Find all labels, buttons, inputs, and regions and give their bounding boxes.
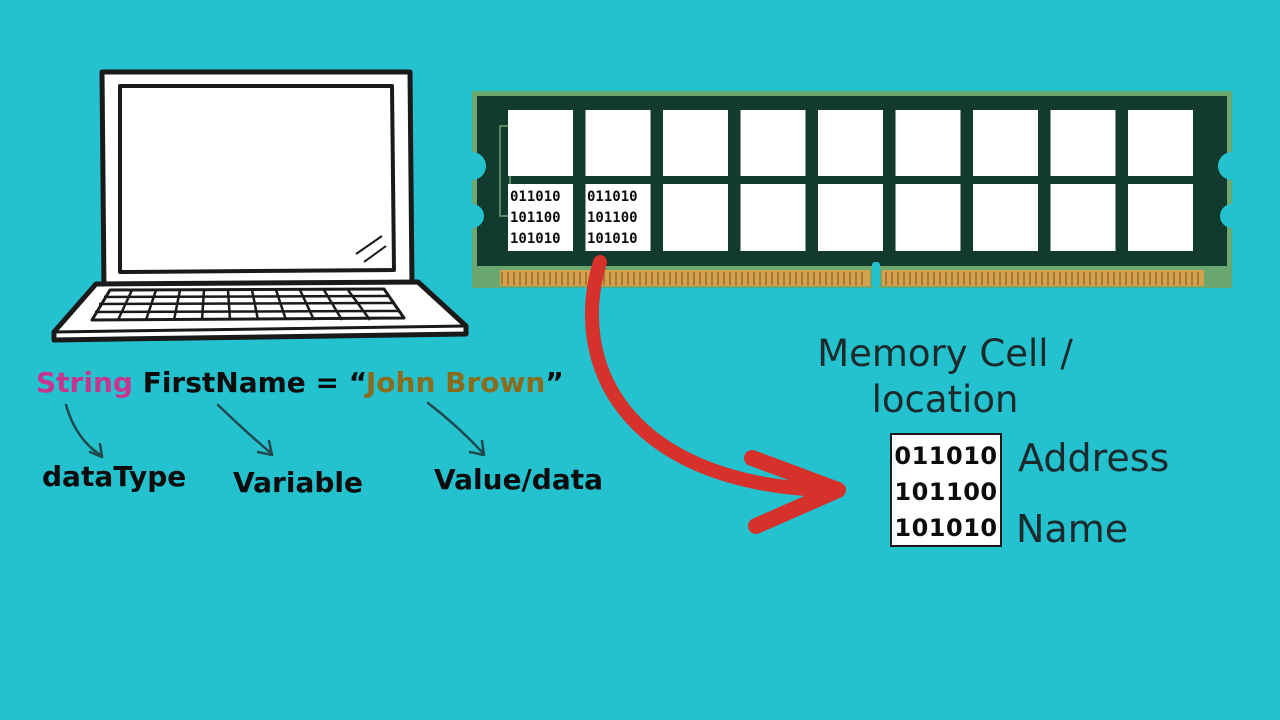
memory-bit-row: 101010 [894, 514, 998, 542]
memory-chip [585, 110, 651, 176]
bit-row: 101010 [510, 231, 561, 247]
memory-chip [818, 110, 883, 176]
memory-cell-box: 011010 101100 101010 [890, 433, 1002, 547]
datatype-arrow [64, 403, 104, 458]
memory-chip [895, 184, 961, 251]
variable-label: Variable [233, 466, 363, 499]
assignment-operator: = [315, 366, 339, 399]
memory-chip [1128, 110, 1193, 176]
code-statement: String FirstName = “John Brown” [36, 366, 564, 399]
ram-cell-bits-2: 011010 101100 101010 [587, 187, 638, 250]
memory-chip [895, 110, 961, 176]
memory-cell-title: Memory Cell / location [800, 331, 1090, 423]
memory-chip [508, 184, 573, 251]
bit-row: 101100 [510, 210, 561, 226]
memory-bit-row: 011010 [894, 442, 998, 470]
bit-row: 011010 [587, 189, 638, 205]
bit-row: 011010 [510, 189, 561, 205]
memory-chip [818, 184, 883, 251]
memory-chip [508, 110, 573, 176]
memory-chip [1128, 184, 1193, 251]
variable-name: FirstName [142, 366, 306, 399]
memory-chip [973, 184, 1038, 251]
name-label: Name [1016, 507, 1129, 551]
memory-bit-row: 101100 [894, 478, 998, 506]
value-arrow [426, 401, 486, 456]
memory-chip [663, 184, 728, 251]
memory-chip [740, 110, 806, 176]
ram-cell-bits-1: 011010 101100 101010 [510, 187, 561, 250]
value-label: Value/data [434, 463, 603, 496]
gold-contacts [501, 272, 1199, 285]
memory-chips [508, 110, 1193, 251]
string-value: John Brown [365, 366, 546, 399]
memory-chip [1050, 110, 1116, 176]
type-keyword: String [36, 366, 133, 399]
memory-cell-title-line1: Memory Cell / [817, 332, 1073, 375]
open-quote: “ [348, 366, 366, 399]
memory-chip [585, 184, 651, 251]
memory-chip [663, 110, 728, 176]
close-quote: ” [545, 366, 564, 399]
memory-chip [1050, 184, 1116, 251]
bit-row: 101010 [587, 231, 638, 247]
address-label: Address [1018, 436, 1170, 480]
memory-chip [973, 110, 1038, 176]
memory-chip [740, 184, 806, 251]
bit-row: 101100 [587, 210, 638, 226]
memory-cell-title-line2: location [871, 378, 1019, 421]
datatype-label: dataType [42, 460, 187, 493]
variable-arrow [216, 403, 274, 456]
